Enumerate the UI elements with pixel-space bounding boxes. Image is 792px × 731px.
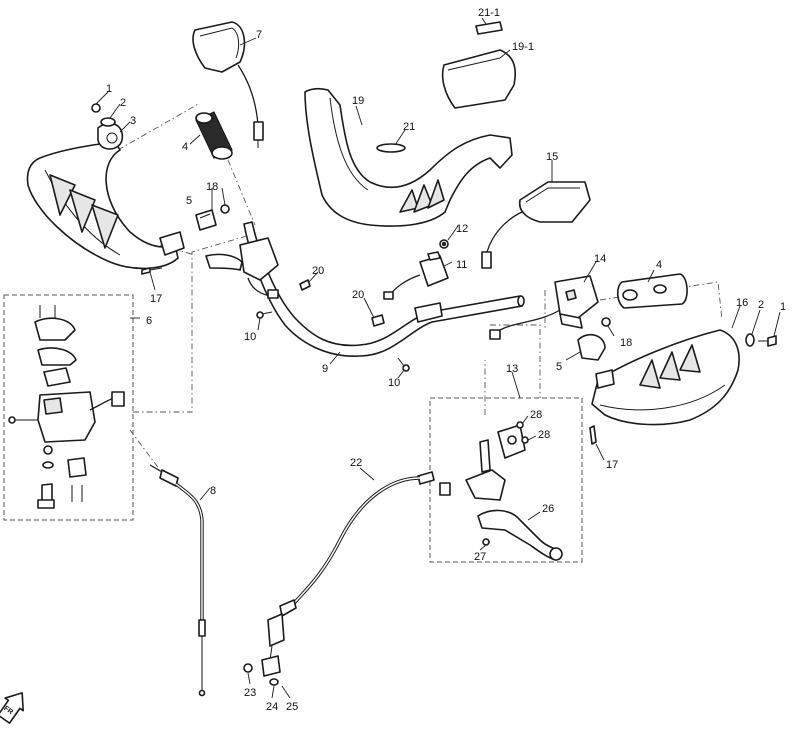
lever-assembly	[439, 424, 563, 561]
front-direction-arrow-icon: FR	[0, 692, 24, 724]
left-guard-fasteners	[91, 103, 163, 275]
callout-28-b: 28	[538, 429, 550, 441]
callout-18-right: 18	[620, 337, 632, 349]
lever-assembly-box	[429, 397, 583, 563]
bolt-10-right	[397, 357, 410, 372]
callout-14: 14	[594, 253, 606, 265]
callout-17-right: 17	[606, 459, 618, 471]
callout-20-a: 20	[312, 265, 324, 277]
left-hand-guard	[26, 122, 185, 270]
right-mirror	[481, 181, 591, 269]
callout-26: 26	[542, 503, 554, 515]
callout-23: 23	[244, 687, 256, 699]
brake-cable-22	[243, 471, 435, 686]
right-hand-guard	[591, 329, 740, 426]
callout-5-left: 5	[186, 195, 192, 207]
callout-1-left: 1	[106, 83, 112, 95]
right-switch-housing	[489, 275, 599, 340]
left-mirror	[192, 21, 264, 148]
callout-9: 9	[322, 363, 328, 375]
throttle-cable-8	[149, 464, 206, 697]
nut-28-b	[521, 436, 529, 444]
callout-21-1: 21-1	[478, 7, 500, 19]
callout-4-left: 4	[182, 141, 188, 153]
callout-19-1: 19-1	[512, 41, 534, 53]
cover-19-1	[441, 49, 516, 109]
left-switch-housing	[205, 237, 279, 299]
callout-21: 21	[403, 121, 415, 133]
callout-3: 3	[130, 115, 136, 127]
callout-22: 22	[350, 457, 362, 469]
assembly-lines	[117, 102, 723, 471]
callout-11: 11	[456, 259, 467, 271]
callout-12: 12	[456, 223, 468, 235]
callout-19: 19	[352, 95, 364, 107]
wind-deflector-19	[304, 87, 513, 227]
callout-5-right: 5	[556, 361, 562, 373]
callout-labels: 1 2 3 4 5 6 7 8 9 10 10 11 12 13 14 15 1…	[106, 7, 786, 713]
handlebar	[243, 221, 525, 357]
clip-20-a	[299, 279, 311, 291]
left-grip	[195, 111, 233, 160]
right-grip	[616, 273, 688, 309]
callout-6: 6	[146, 315, 152, 327]
bolt-10-left	[256, 311, 273, 319]
callout-7: 7	[256, 29, 262, 41]
callout-18-left: 18	[206, 181, 218, 193]
callout-1-right: 1	[780, 301, 786, 313]
callout-24: 24	[266, 701, 278, 713]
front-arrow-label: FR	[2, 705, 14, 716]
callout-10-left: 10	[244, 331, 256, 343]
callout-25: 25	[286, 701, 298, 713]
right-guard-fasteners	[589, 333, 777, 445]
left-clamp-bracket	[195, 204, 230, 231]
switch-11	[383, 239, 449, 300]
callout-15: 15	[546, 151, 558, 163]
throttle-housing	[8, 305, 125, 509]
seal-21	[376, 143, 406, 153]
nut-28-a	[516, 421, 524, 429]
leader-lines	[95, 17, 781, 699]
badge-21-1	[475, 21, 503, 35]
callout-20-b: 20	[352, 289, 364, 301]
callout-16: 16	[736, 297, 748, 309]
callout-4-right: 4	[656, 259, 662, 271]
callout-27: 27	[474, 551, 486, 563]
callout-17-left: 17	[150, 293, 162, 305]
callout-13: 13	[506, 363, 518, 375]
callout-2-right: 2	[758, 299, 764, 311]
callout-2-left: 2	[120, 97, 126, 109]
callout-28-a: 28	[530, 409, 542, 421]
callout-8: 8	[210, 485, 216, 497]
throttle-assembly-box	[3, 294, 134, 521]
callout-10-right: 10	[388, 377, 400, 389]
clip-20-b	[371, 314, 385, 327]
right-clamp-bracket	[577, 317, 611, 361]
